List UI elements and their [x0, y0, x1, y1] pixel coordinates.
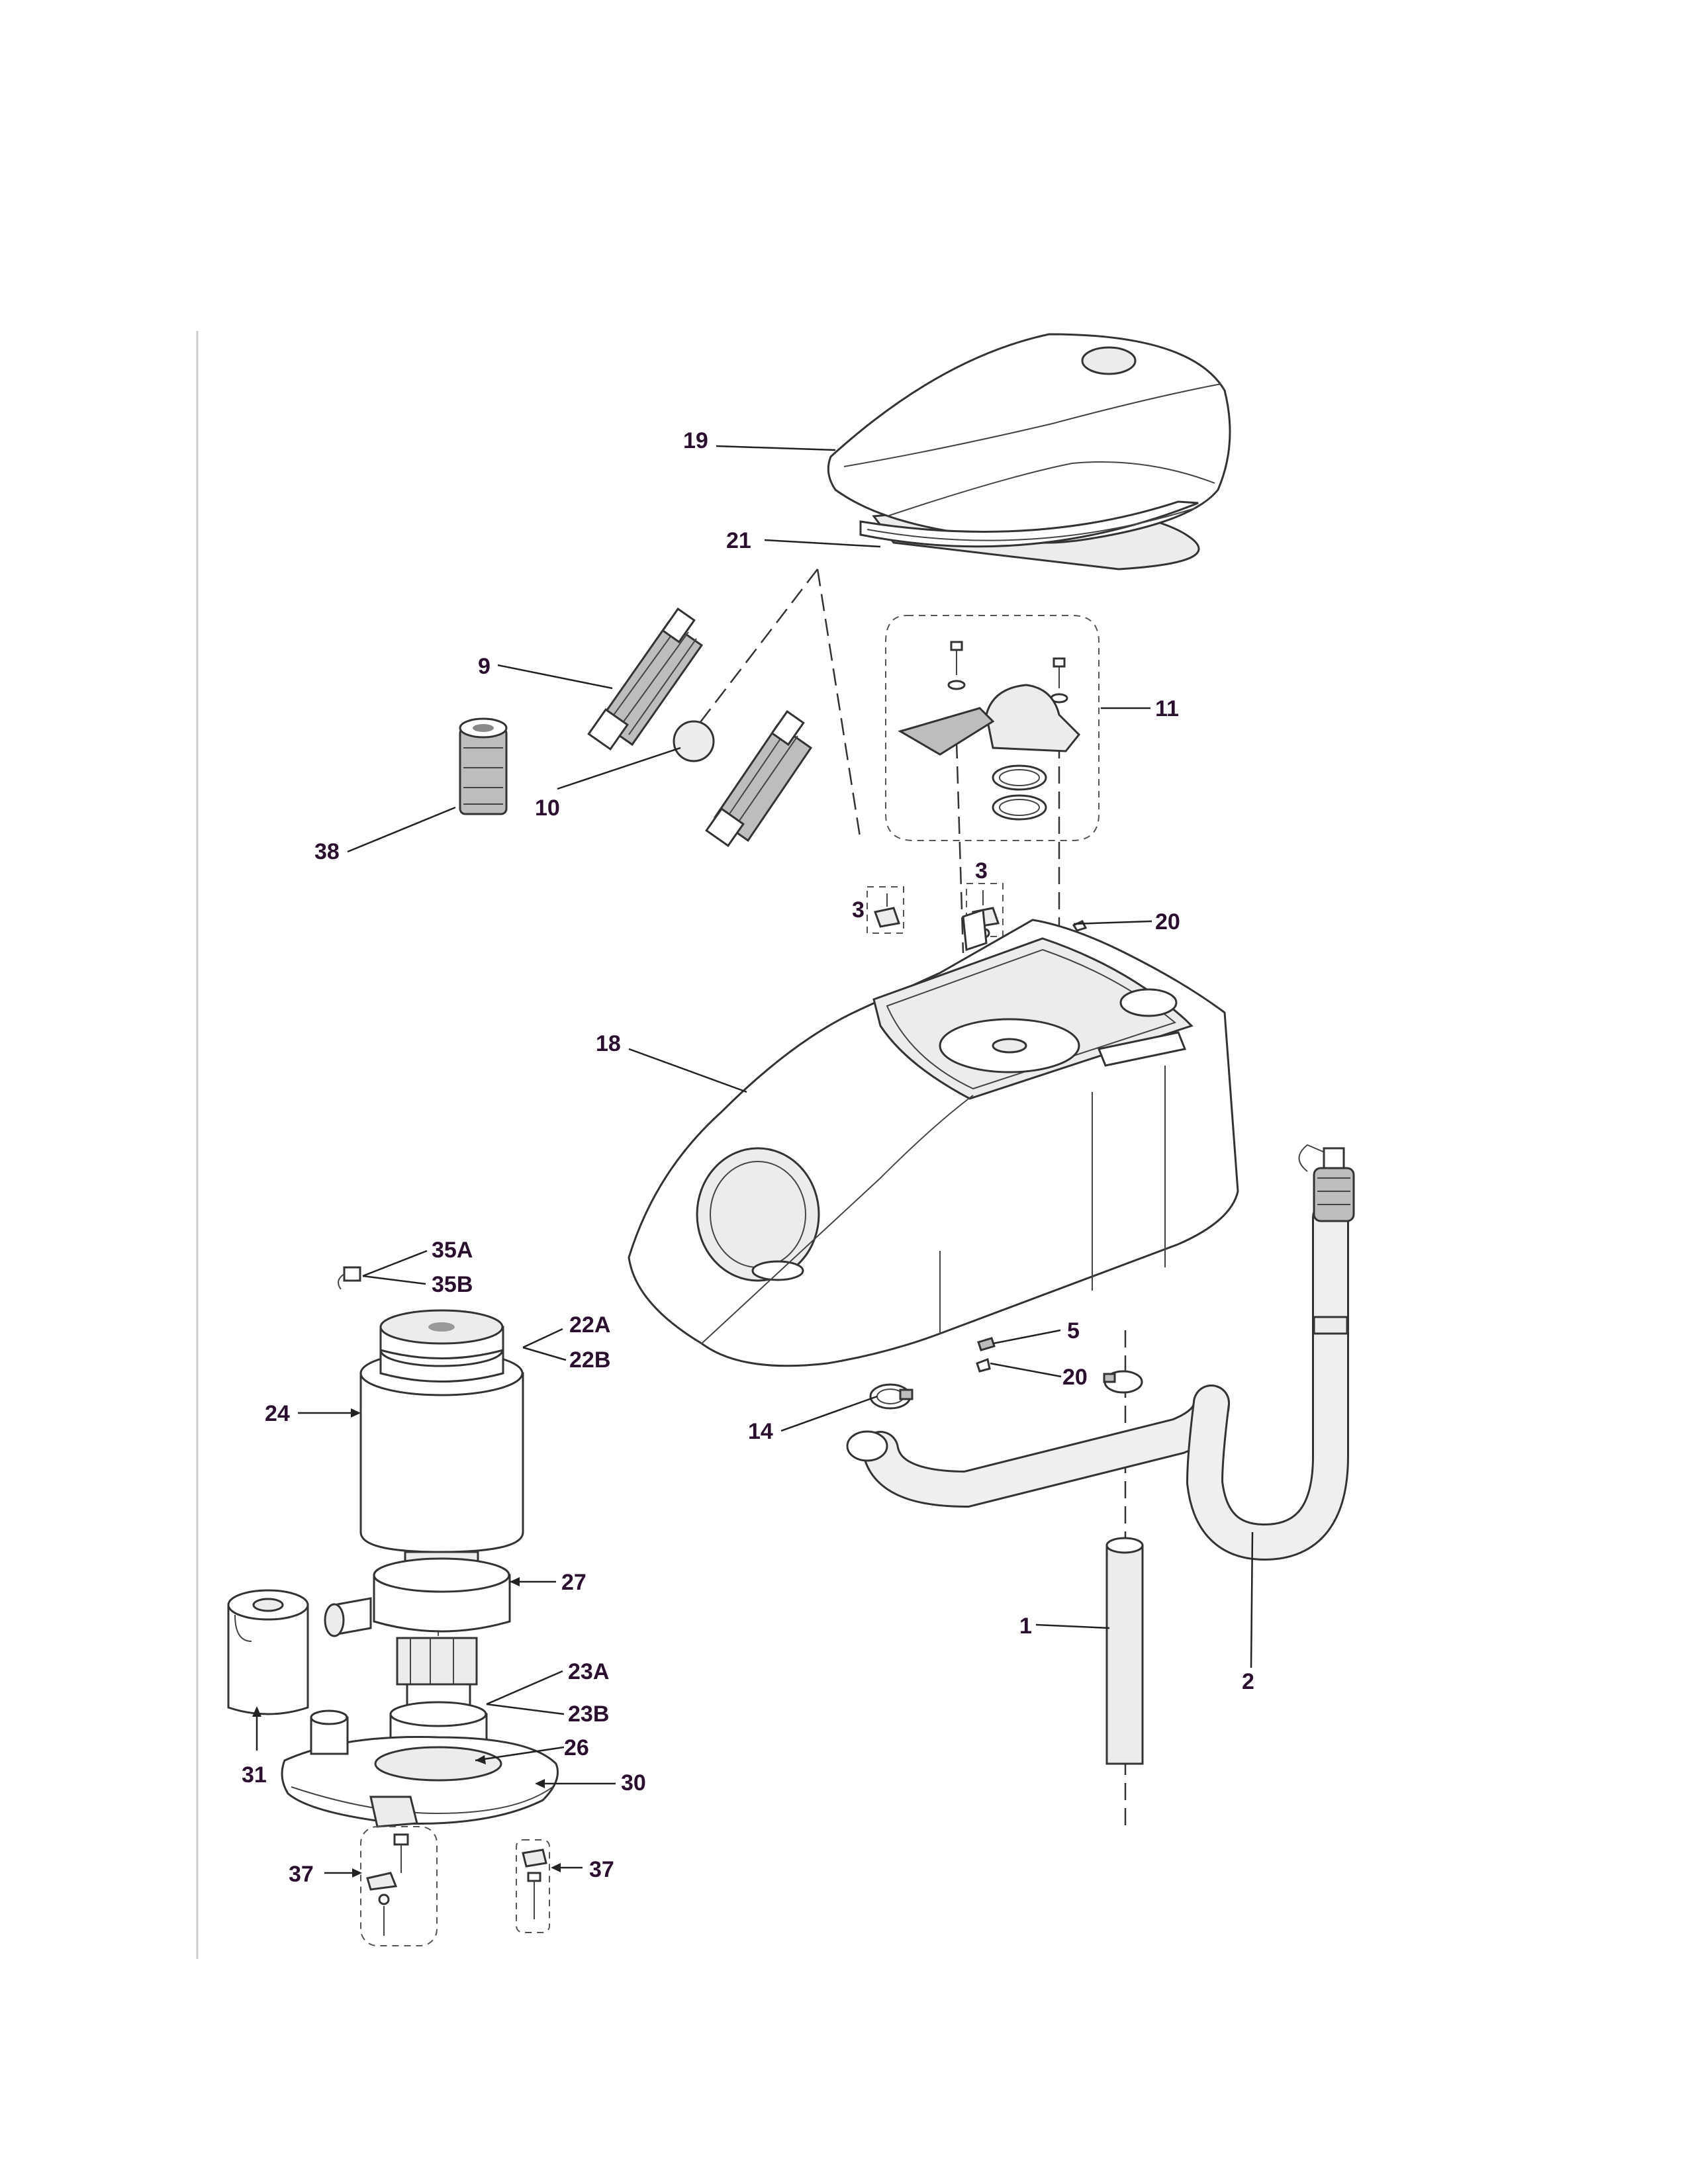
callout-19: 19	[683, 428, 708, 453]
part-fasteners-37	[360, 1826, 550, 1946]
callout-21: 21	[726, 528, 751, 553]
callout-14: 14	[748, 1419, 773, 1444]
callout-3-right: 3	[975, 858, 988, 884]
callout-10: 10	[535, 796, 560, 821]
part-valve-assembly-11	[885, 615, 1100, 841]
callout-24: 24	[265, 1401, 290, 1426]
callout-18: 18	[596, 1031, 621, 1056]
callout-11: 11	[1155, 696, 1179, 721]
part-mesh-filter-38	[459, 717, 508, 815]
part-bracket-35	[338, 1266, 361, 1290]
callout-27: 27	[561, 1570, 586, 1595]
assembly-line	[955, 741, 964, 954]
part-coupling-23	[389, 1637, 488, 1752]
callout-22a: 22A	[569, 1312, 610, 1338]
callout-23b: 23B	[568, 1702, 609, 1727]
part-motor-24	[359, 1309, 524, 1553]
callout-38: 38	[314, 839, 340, 864]
part-clip-5	[977, 1337, 996, 1351]
callout-20-top: 20	[1155, 909, 1180, 934]
part-screw-20b	[976, 1357, 991, 1373]
callout-31: 31	[242, 1762, 267, 1788]
callout-22b: 22B	[569, 1347, 610, 1373]
callout-30: 30	[621, 1770, 646, 1796]
part-gasket-21	[859, 500, 1199, 548]
assembly-line	[698, 569, 818, 725]
part-fan-27	[324, 1551, 511, 1637]
callout-26: 26	[564, 1735, 589, 1760]
callout-2: 2	[1242, 1669, 1254, 1694]
callout-37-right: 37	[589, 1857, 614, 1882]
part-filter-9	[587, 607, 704, 751]
callout-35a: 35A	[432, 1238, 473, 1263]
assembly-line	[816, 569, 862, 841]
part-clamp-14b	[1103, 1370, 1143, 1394]
part-clamp-14	[869, 1383, 914, 1410]
callout-20-bottom: 20	[1062, 1365, 1088, 1390]
part-screw-20	[1072, 920, 1088, 932]
callout-35b: 35B	[432, 1272, 473, 1297]
part-hose-2	[846, 1144, 1355, 1561]
callout-9: 9	[478, 654, 491, 679]
part-filter-9b	[705, 709, 813, 847]
callout-3-left: 3	[852, 897, 865, 923]
part-cover-31	[227, 1589, 309, 1715]
callout-23a: 23A	[568, 1659, 609, 1684]
part-ball-10	[673, 720, 715, 762]
part-tube-1	[1105, 1537, 1144, 1765]
part-housing-18	[628, 908, 1239, 1367]
callout-37-left: 37	[289, 1862, 314, 1887]
leader-lines	[252, 445, 1254, 1878]
callout-1: 1	[1019, 1614, 1032, 1639]
part-clip-3a	[867, 886, 904, 934]
callout-5: 5	[1067, 1318, 1080, 1343]
